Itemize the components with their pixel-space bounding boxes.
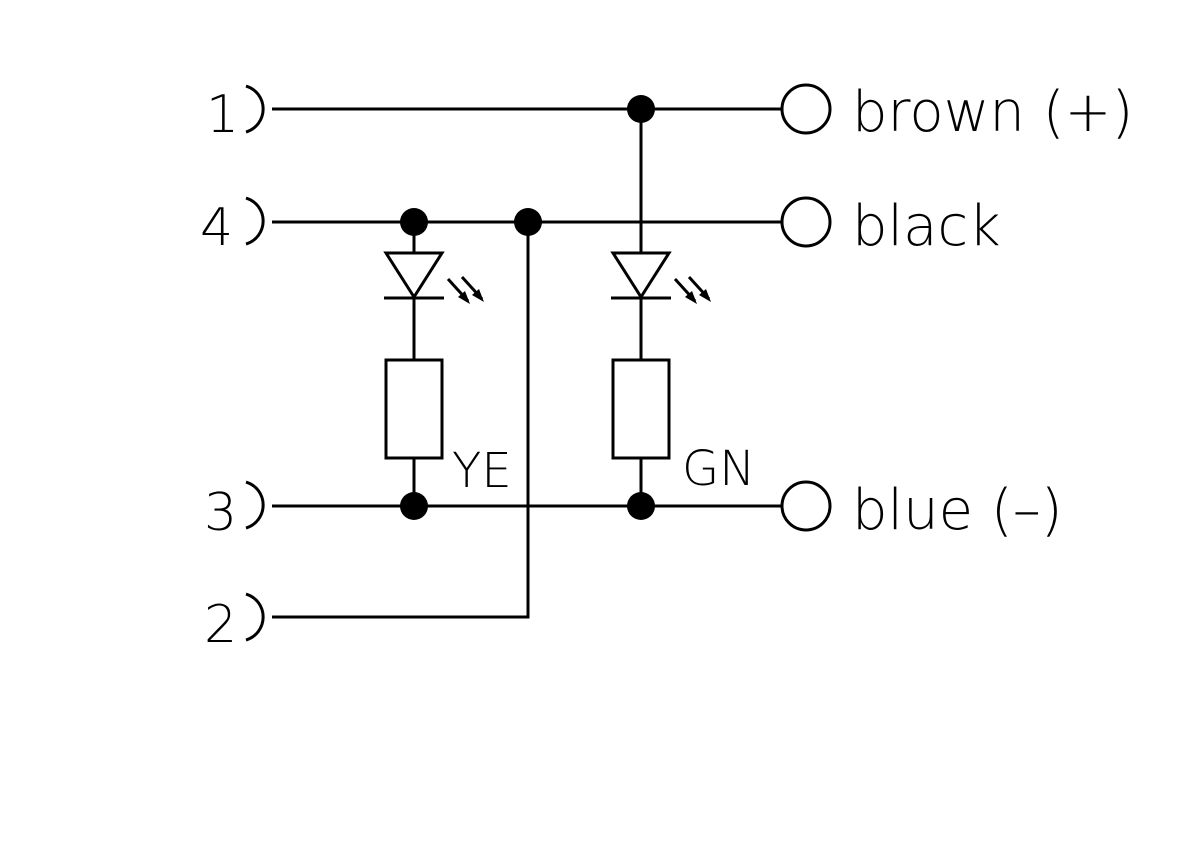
junction-blue-ye bbox=[400, 492, 428, 520]
wire-label-brown: brown (+) bbox=[852, 80, 1133, 145]
junction-black-pin2 bbox=[514, 208, 542, 236]
resistor-ye bbox=[384, 358, 444, 460]
pin-socket-4 bbox=[245, 196, 265, 246]
terminal-black bbox=[780, 196, 832, 248]
pin-label-2: 2 bbox=[204, 595, 237, 655]
resistor-gn bbox=[611, 358, 671, 460]
pin-label-3: 3 bbox=[204, 483, 237, 543]
diode-gn-icon bbox=[610, 251, 672, 300]
junction-brown bbox=[627, 95, 655, 123]
light-emission-ye-icon bbox=[446, 275, 484, 304]
led-label-gn: GN bbox=[682, 441, 755, 497]
terminal-blue bbox=[780, 480, 832, 532]
junction-blue-gn bbox=[627, 492, 655, 520]
junction-black-ye bbox=[400, 208, 428, 236]
led-label-ye: YE bbox=[452, 443, 512, 499]
wire-label-blue: blue (–) bbox=[852, 478, 1063, 543]
terminal-brown bbox=[780, 83, 832, 135]
diode-ye-icon bbox=[383, 251, 445, 300]
pin-socket-1 bbox=[245, 84, 265, 134]
pin-socket-2 bbox=[245, 592, 265, 642]
pin-label-4: 4 bbox=[200, 198, 233, 258]
pin-label-1: 1 bbox=[206, 85, 239, 145]
led-branch-gn bbox=[610, 251, 711, 506]
light-emission-gn-icon bbox=[673, 275, 711, 304]
wire-pin2 bbox=[272, 222, 530, 619]
pin-socket-3 bbox=[245, 480, 265, 530]
wire-label-black: black bbox=[852, 194, 1001, 259]
